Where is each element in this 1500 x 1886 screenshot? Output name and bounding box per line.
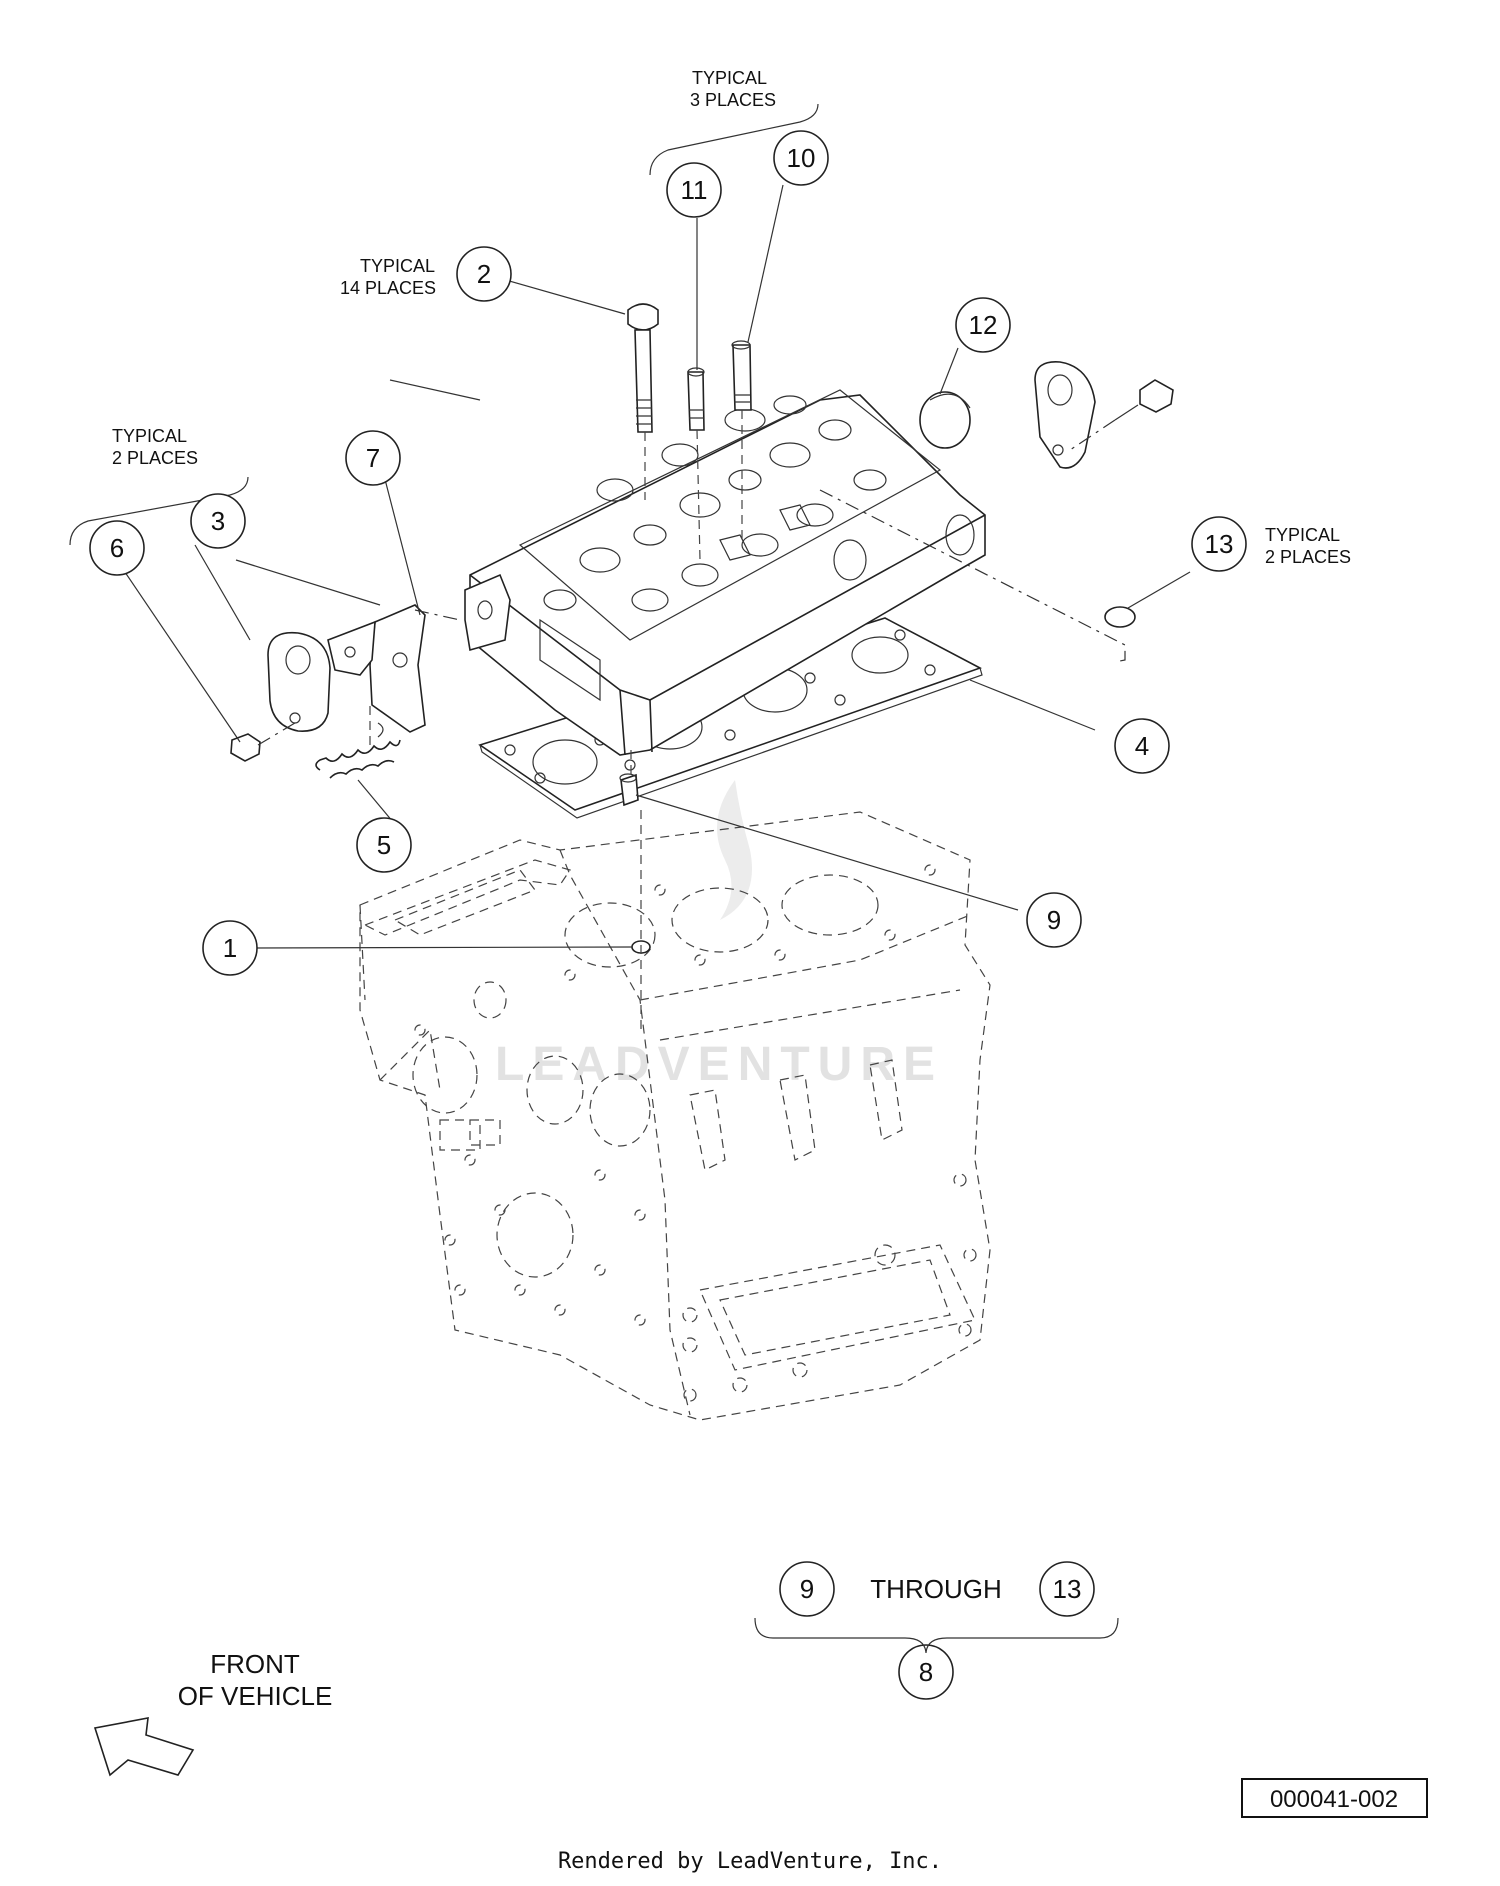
kit-legend: 9 THROUGH 13 [754, 1561, 1119, 1654]
callout-3-label: 3 [211, 506, 225, 536]
callout-9: 9 [1026, 892, 1082, 948]
callout-10: 10 [773, 130, 829, 186]
typical-2-places-left-line2: 2 PLACES [112, 448, 198, 468]
callout-6: 6 [89, 520, 145, 576]
typical-3-places-line2: 3 PLACES [690, 90, 776, 110]
callout-12: 12 [955, 297, 1011, 353]
callout-13: 13 [1191, 516, 1247, 572]
callout-2: 2 [456, 246, 512, 302]
legend-bracket [754, 1617, 1119, 1654]
callout-1: 1 [202, 920, 258, 976]
lifting-eye-left [267, 631, 331, 732]
front-label-line2: OF VEHICLE [178, 1681, 333, 1711]
engine-block [359, 811, 991, 1421]
typical-3-places-line1: TYPICAL [692, 68, 767, 88]
callout-1-label: 1 [223, 933, 237, 963]
lifting-eye-bolt-right [1069, 379, 1174, 451]
watermark: LEADVENTURE [495, 780, 943, 1091]
typical-2-places-right-line1: TYPICAL [1265, 525, 1340, 545]
callout-2-label: 2 [477, 259, 491, 289]
legend-through: THROUGH [870, 1574, 1001, 1604]
typical-bracket-left [69, 476, 249, 546]
lifting-eye-right [1034, 361, 1096, 469]
rendered-by-footer: Rendered by LeadVenture, Inc. [558, 1849, 942, 1874]
callout-7: 7 [345, 430, 401, 486]
expansion-plug [1104, 606, 1136, 628]
core-plug [919, 391, 971, 449]
typical-bracket-top [649, 103, 819, 176]
callout-8-label: 8 [919, 1657, 933, 1687]
callout-11: 11 [666, 162, 722, 218]
doc-id: 000041-002 [1270, 1786, 1398, 1813]
typical-2-places-right-line2: 2 PLACES [1265, 547, 1351, 567]
callout-8: 8 [898, 1644, 954, 1700]
callout-7-label: 7 [366, 443, 380, 473]
callout-6-label: 6 [110, 533, 124, 563]
callout-10-label: 10 [787, 143, 816, 173]
stud-long [731, 340, 752, 540]
doc-id-box [1241, 1778, 1428, 1818]
legend-callout-from-label: 9 [800, 1574, 814, 1604]
lifting-eye-bolt-left [230, 719, 301, 762]
o-ring [631, 810, 651, 1030]
callout-9-label: 9 [1047, 905, 1061, 935]
leader-lines [109, 184, 1191, 949]
legend-callout-to-label: 13 [1053, 1574, 1082, 1604]
center-line-plug-13 [819, 489, 1126, 663]
spring [315, 700, 401, 779]
callout-13-label: 13 [1205, 529, 1234, 559]
cylinder-head [464, 389, 986, 756]
head-gasket [478, 617, 983, 819]
stud-short [687, 367, 705, 561]
front-label-line1: FRONT [210, 1649, 300, 1679]
legend-callout-to: 13 [1039, 1561, 1095, 1617]
dowel-pin [619, 750, 639, 807]
typical-14-places-line1: TYPICAL [360, 256, 435, 276]
head-bolt [627, 303, 659, 500]
watermark-text: LEADVENTURE [495, 1038, 943, 1091]
typical-2-places-left-line1: TYPICAL [112, 426, 187, 446]
callout-11-label: 11 [681, 175, 708, 205]
bracket [327, 604, 461, 733]
callout-5-label: 5 [377, 830, 391, 860]
legend-callout-from: 9 [779, 1561, 835, 1617]
callout-12-label: 12 [969, 310, 998, 340]
callout-4-label: 4 [1135, 731, 1149, 761]
callout-3: 3 [190, 493, 246, 549]
callout-5: 5 [356, 817, 412, 873]
front-arrow-icon [93, 1717, 195, 1777]
typical-14-places-line2: 14 PLACES [340, 278, 436, 298]
callout-4: 4 [1114, 718, 1170, 774]
